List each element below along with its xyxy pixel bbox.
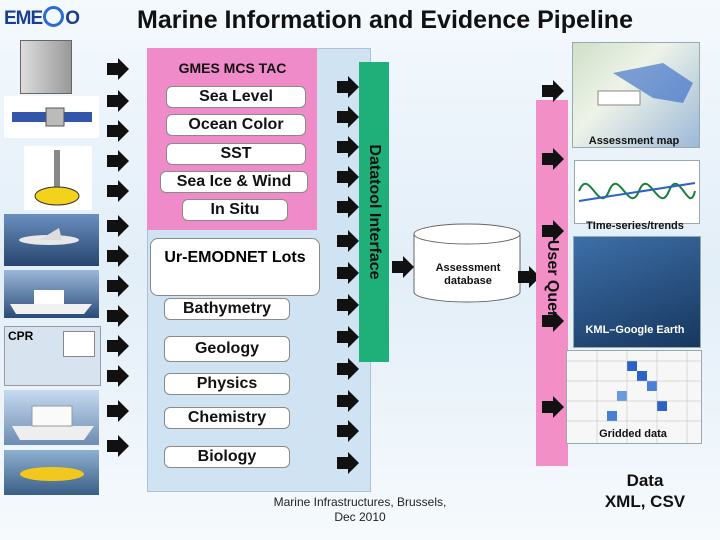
arrow-right-icon [542, 220, 564, 242]
ur-emodnet-block: Ur-EMODNET Lots [150, 238, 320, 296]
data-format-label: Data XML, CSV [575, 470, 715, 512]
arrow-right-icon [392, 256, 414, 278]
arrow-right-icon [337, 452, 359, 474]
arrow-right-icon [337, 196, 359, 218]
tac-item-sea-ice-wind: Sea Ice & Wind [160, 171, 308, 193]
time-series-label: TIme-series/trends [586, 220, 684, 232]
arrow-right-icon [337, 166, 359, 188]
arrow-right-icon [107, 435, 129, 457]
logo-text-right: O [65, 8, 80, 29]
ship-image [4, 390, 99, 445]
cpr-device-icon [63, 331, 95, 357]
kml-google-earth-label: KML–Google Earth [585, 324, 685, 336]
arrow-right-icon [542, 396, 564, 418]
research-vessel-image [4, 270, 99, 318]
tac-item-sea-level: Sea Level [166, 86, 306, 108]
glider-image [4, 214, 99, 266]
emodnet-item-bathymetry: Bathymetry [164, 298, 290, 320]
logo-text-left: EME [4, 8, 43, 29]
arrow-right-icon [337, 76, 359, 98]
time-series-chart-image [574, 160, 700, 224]
emodnet-item-chemistry: Chemistry [164, 407, 290, 429]
arrow-right-icon [337, 106, 359, 128]
kml-google-earth-image [573, 236, 701, 348]
assessment-database-cylinder [413, 223, 521, 303]
footer-line1: Marine Infrastructures, Brussels, [273, 495, 447, 509]
buoy-image [24, 146, 92, 210]
emodnet-item-biology: Biology [164, 446, 290, 468]
cpr-map-image: CPR [4, 326, 101, 386]
arrow-right-icon [107, 245, 129, 267]
arrow-right-icon [107, 215, 129, 237]
arrow-right-icon [107, 365, 129, 387]
arrow-right-icon [107, 90, 129, 112]
assessment-map-image [572, 42, 700, 148]
arrow-right-icon [107, 180, 129, 202]
arrow-right-icon [518, 266, 540, 288]
server-computer-icon [20, 40, 72, 94]
arrow-right-icon [542, 80, 564, 102]
arrow-right-icon [337, 420, 359, 442]
arrow-right-icon [107, 305, 129, 327]
datatool-interface-text: Datatool Interface [366, 144, 383, 280]
tac-item-ocean-color: Ocean Color [166, 114, 306, 136]
data-format-line2: XML, CSV [604, 492, 686, 511]
arrow-right-icon [542, 310, 564, 332]
emecco-logo: EME O [4, 6, 80, 30]
datatool-interface-bar [359, 62, 389, 362]
arrow-right-icon [337, 136, 359, 158]
arrow-right-icon [337, 390, 359, 412]
assessment-map-label: Assessment map [588, 135, 680, 147]
footer-caption: Marine Infrastructures, Brussels, Dec 20… [245, 495, 475, 525]
assessment-database-label: Assessment database [435, 262, 501, 287]
gridded-data-label: Gridded data [599, 428, 667, 440]
arrow-right-icon [337, 326, 359, 348]
page-title: Marine Information and Evidence Pipeline [137, 6, 633, 34]
arrow-right-icon [107, 400, 129, 422]
auv-image [4, 450, 99, 495]
emodnet-item-physics: Physics [164, 373, 290, 395]
cpr-label: CPR [8, 329, 34, 343]
arrow-right-icon [337, 230, 359, 252]
arrow-right-icon [107, 335, 129, 357]
arrow-right-icon [337, 262, 359, 284]
satellite-image [4, 96, 99, 138]
footer-line2: Dec 2010 [334, 510, 386, 524]
tac-item-sst: SST [166, 143, 306, 165]
data-format-line1: Data [626, 471, 664, 490]
tac-item-in-situ: In Situ [182, 199, 288, 221]
emodnet-item-geology: Geology [164, 336, 290, 362]
gridded-data-image [566, 350, 702, 444]
datatool-interface-label: Datatool Interface [359, 62, 389, 362]
arrow-right-icon [107, 275, 129, 297]
arrow-right-icon [337, 294, 359, 316]
gmes-tac-title: GMES MCS TAC [178, 60, 287, 76]
logo-ring-icon [43, 6, 65, 27]
arrow-right-icon [337, 358, 359, 380]
arrow-right-icon [107, 150, 129, 172]
arrow-right-icon [107, 58, 129, 80]
arrow-right-icon [542, 148, 564, 170]
arrow-right-icon [107, 120, 129, 142]
